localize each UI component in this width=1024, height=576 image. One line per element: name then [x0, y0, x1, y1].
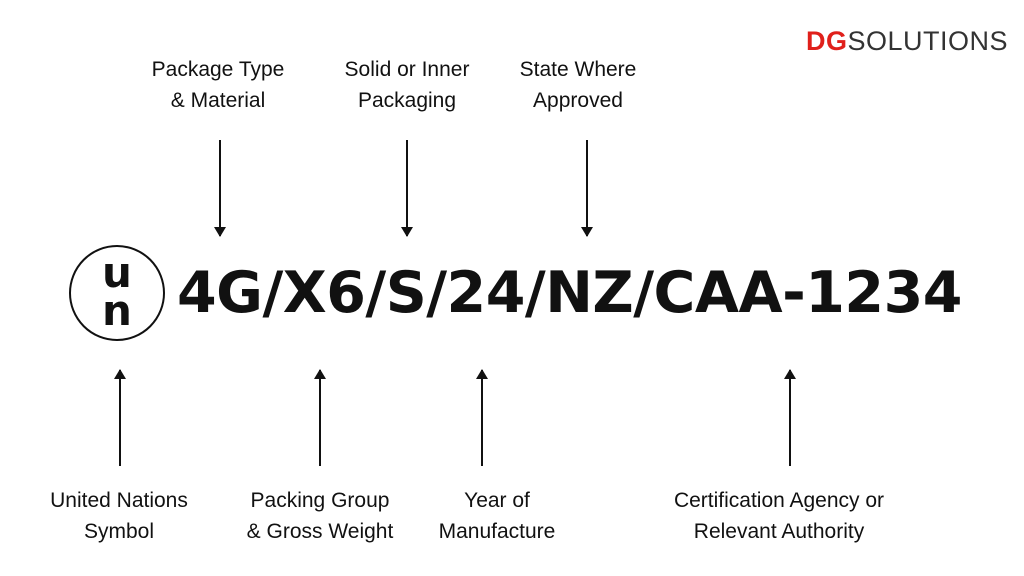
logo-part-solutions: SOLUTIONS [847, 26, 1008, 56]
un-symbol-icon: u n [69, 245, 165, 341]
label-certification-agency-line1: Certification Agency or [673, 489, 885, 512]
un-marking-code: 4G/X6/S/24/NZ/CAA-1234 [177, 260, 962, 326]
label-state-approved-line1: State Where [519, 58, 637, 81]
arrow-up-authority [784, 369, 796, 466]
logo-part-dg: DG [805, 26, 848, 56]
label-package-type-line1: Package Type [151, 58, 285, 81]
arrow-down-state-approved [581, 140, 593, 237]
label-package-type-line2: & Material [170, 89, 266, 112]
arrow-down-package-type [214, 140, 226, 237]
label-packing-group-line1: Packing Group [250, 489, 390, 512]
un-symbol-letter-n: n [102, 286, 132, 335]
label-certification-agency-line2: Relevant Authority [693, 520, 865, 543]
label-solid-or-inner: Solid or Inner Packaging [287, 54, 527, 116]
label-year-of-manufacture-line2: Manufacture [438, 520, 556, 543]
label-packing-group: Packing Group & Gross Weight [200, 485, 440, 547]
arrow-up-un-symbol [114, 369, 126, 466]
brand-logo: DGSOLUTIONS [806, 28, 1008, 55]
un-symbol-letter-u: u [102, 248, 132, 297]
arrow-up-packing-group [314, 369, 326, 466]
label-year-of-manufacture: Year of Manufacture [377, 485, 617, 547]
label-state-approved: State Where Approved [458, 54, 698, 116]
label-package-type: Package Type & Material [98, 54, 338, 116]
label-united-nations: United Nations Symbol [0, 485, 239, 547]
label-solid-or-inner-line2: Packaging [357, 89, 457, 112]
label-certification-agency: Certification Agency or Relevant Authori… [659, 485, 899, 547]
label-solid-or-inner-line1: Solid or Inner [344, 58, 470, 81]
label-state-approved-line2: Approved [533, 89, 623, 112]
label-packing-group-line2: & Gross Weight [246, 520, 394, 543]
arrow-down-solid-or-inner [401, 140, 413, 237]
label-united-nations-line2: Symbol [83, 520, 155, 543]
label-year-of-manufacture-line1: Year of [464, 489, 530, 512]
label-united-nations-line1: United Nations [50, 489, 188, 512]
arrow-up-year [476, 369, 488, 466]
